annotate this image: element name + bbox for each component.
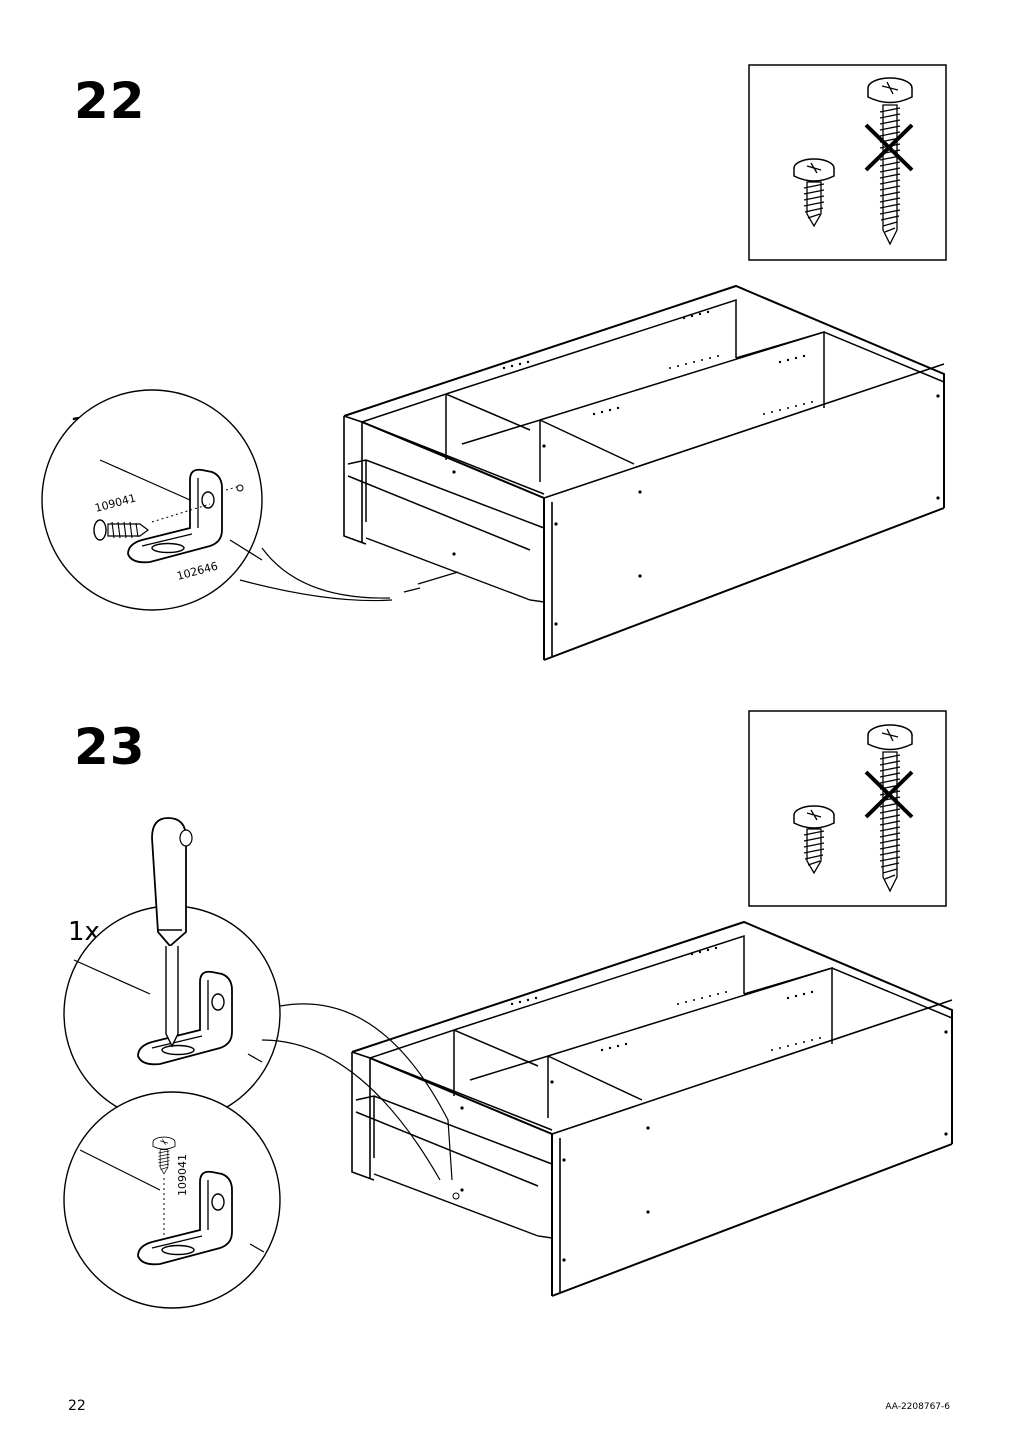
screw-comparison-box-22 bbox=[748, 64, 947, 261]
screw-comparison-box-23 bbox=[748, 710, 947, 907]
detail-circle-22 bbox=[41, 389, 263, 611]
part-label-109041-23: 109041 bbox=[176, 1154, 189, 1196]
detail-circle-23-bottom bbox=[63, 1091, 281, 1309]
page-number: 22 bbox=[68, 1398, 86, 1414]
step-23-number: 23 bbox=[74, 718, 146, 776]
document-code: AA-2208767-6 bbox=[885, 1402, 950, 1412]
step-22-number: 22 bbox=[74, 72, 146, 130]
